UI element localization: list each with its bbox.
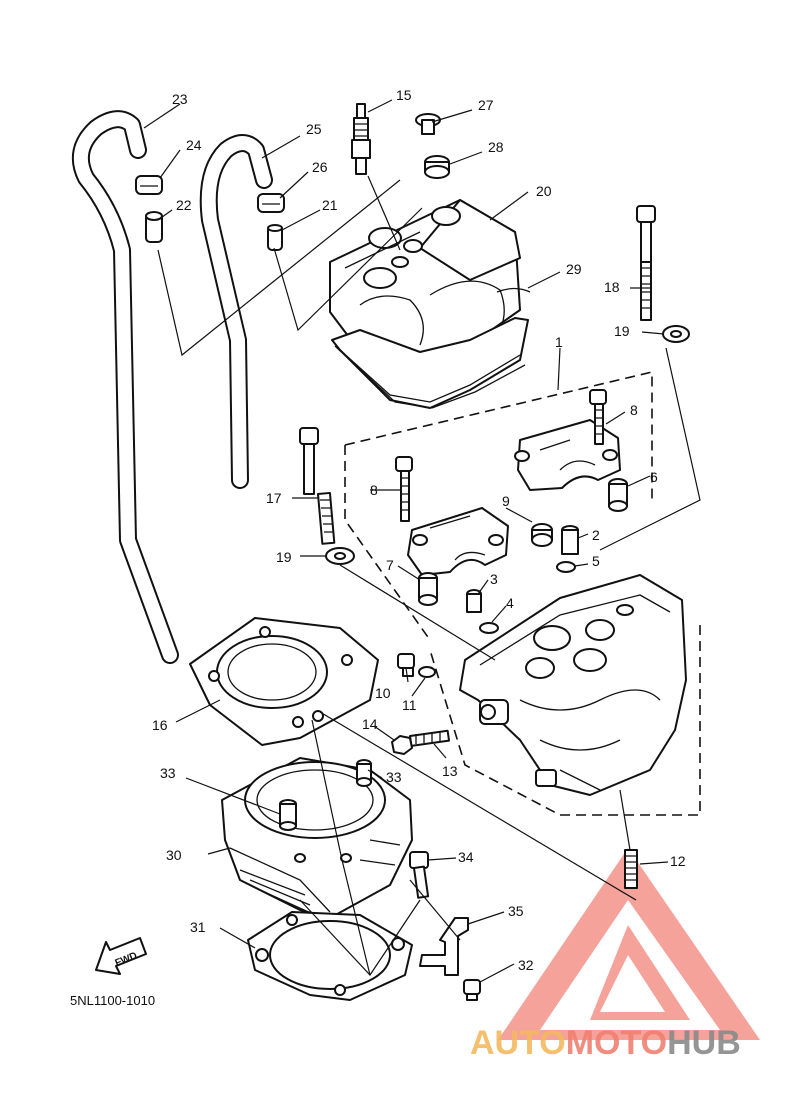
callout-28: 28 [488,139,504,155]
callout-15: 15 [396,87,412,103]
washer-19-upper [662,325,690,343]
callout-2: 2 [592,527,600,543]
callout-16: 16 [152,717,168,733]
callout-6: 6 [650,469,658,485]
dowel-6 [608,478,628,512]
callout-31: 31 [190,919,206,935]
dowel-33-right [356,759,372,787]
callout-8a: 8 [370,482,378,498]
cylinder-head-cover-20 [329,199,529,409]
cylinder-30 [221,757,413,919]
callout-5: 5 [592,553,600,569]
callout-26: 26 [312,159,328,175]
callout-11: 11 [402,697,417,713]
clamp-24 [135,175,163,195]
callout-24: 24 [186,137,202,153]
watermark-part-auto: AUTO [470,1024,566,1062]
callout-20: 20 [536,183,552,199]
cylinder-head-assembly-boundary-1 [344,370,701,816]
stud-13 [409,729,451,747]
callout-labels: 1 2 3 4 5 6 7 8 8 9 10 11 12 13 14 15 16… [152,87,686,973]
callout-29: 29 [566,261,582,277]
callout-12: 12 [670,853,686,869]
callout-23: 23 [172,91,188,107]
cylinder-base-gasket-31 [247,911,413,1001]
bolt-8-left [395,456,413,522]
plug-3 [466,589,482,613]
callout-14: 14 [362,716,378,732]
grommet-28 [424,155,450,179]
watermark-part-moto: MOTO [566,1024,667,1062]
clamp-26 [257,193,285,213]
fwd-arrow-icon: FWD [95,937,147,975]
o-ring-5 [556,561,576,573]
callout-4: 4 [506,595,514,611]
joint-21 [267,224,283,251]
camshaft-cap-left [407,507,509,576]
callout-13: 13 [442,763,458,779]
washer-19-lower [325,547,355,565]
callout-8b: 8 [630,402,638,418]
bolt-8-right [589,389,607,445]
callout-19a: 19 [614,323,630,339]
nut-14 [391,735,413,755]
watermark-logo-icon [498,848,760,1040]
dowel-33-left [279,799,297,831]
camshaft-cap-right [514,419,621,491]
callout-10: 10 [375,685,391,701]
bolt-32 [463,979,481,1001]
cylinder-head-gasket-16 [189,617,379,746]
callout-30: 30 [166,847,182,863]
stud-12 [624,849,638,889]
callout-19b: 19 [276,549,292,565]
callout-18: 18 [604,279,620,295]
o-ring-4 [479,622,499,634]
cover-gasket-29 [334,287,531,409]
diagram-code: 5NL1100-1010 [70,993,155,1008]
callout-9: 9 [502,493,510,509]
callout-33b: 33 [386,769,402,785]
dowel-7 [418,572,438,606]
callout-32: 32 [518,957,534,973]
callout-35: 35 [508,903,524,919]
cylinder-head [459,574,687,796]
breather-hose-23 [71,110,179,664]
breather-hose-25 [199,134,273,489]
spark-plug-15 [351,103,371,175]
bracket-35 [419,917,469,976]
callout-22: 22 [176,197,192,213]
joint-22 [145,211,163,243]
callout-27: 27 [478,97,494,113]
callout-17: 17 [266,490,282,506]
bolt-17 [299,427,336,545]
bolt-10 [397,653,415,677]
plug-9 [531,523,553,547]
callout-33a: 33 [160,765,176,781]
bolt-27 [415,113,441,135]
callout-34: 34 [458,849,474,865]
leader-lines [143,99,701,983]
callout-1: 1 [555,334,563,350]
callout-3: 3 [490,571,498,587]
callout-25: 25 [306,121,322,137]
callout-7: 7 [386,557,394,573]
plug-2 [561,525,579,555]
watermark-part-hub: HUB [667,1024,741,1062]
washer-11 [418,666,436,678]
bolt-18 [636,205,656,321]
callout-21: 21 [322,197,338,213]
watermark-text: AUTOMOTOHUB [470,1024,741,1062]
